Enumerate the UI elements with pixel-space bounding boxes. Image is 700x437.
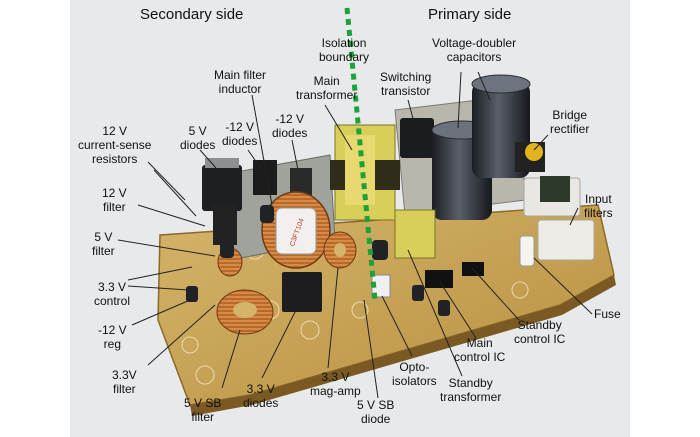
standby-transformer-part	[394, 209, 436, 259]
12v-diode-part	[213, 205, 237, 245]
small-capacitors	[186, 205, 450, 316]
secondary-side-header: Secondary side	[140, 6, 244, 23]
5v-diode-part	[202, 165, 242, 211]
switching-transistor-part	[400, 118, 434, 158]
input-filter-bottom	[537, 219, 595, 261]
leader-lines	[117, 71, 593, 399]
m12b-diode-part	[290, 168, 312, 198]
pcb-edge	[190, 275, 616, 416]
5v-diode-tab	[205, 158, 239, 168]
input-choke-dark	[540, 176, 570, 202]
label-fuse: Fuse	[594, 307, 621, 321]
v33-diode-part	[282, 272, 322, 312]
main-control-ic-part	[425, 270, 453, 288]
label-opto-isolators: Opto-isolators	[392, 360, 437, 388]
primary-side-header: Primary side	[428, 6, 512, 23]
fuse-part	[519, 235, 535, 267]
toroid-sticker	[275, 207, 317, 255]
isolation-boundary-line	[344, 7, 378, 301]
